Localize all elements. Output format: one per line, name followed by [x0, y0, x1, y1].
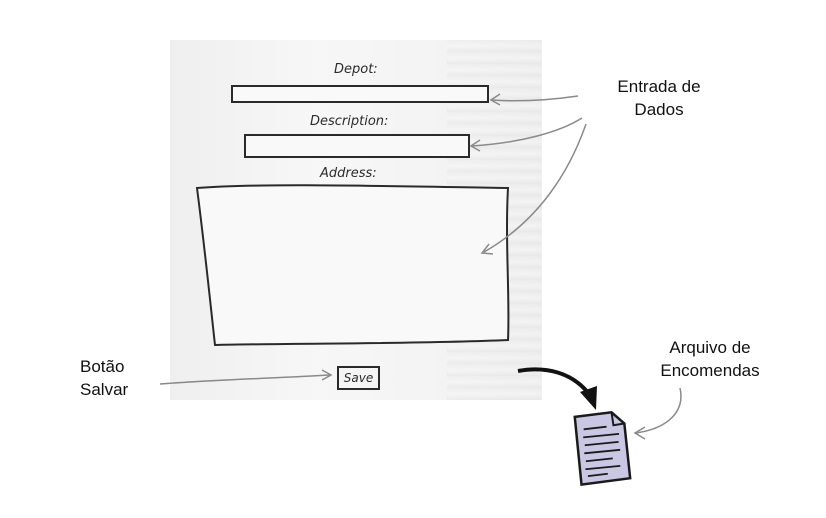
callout-save-button: Botão Salvar	[80, 355, 170, 401]
arrow-to-description-field	[471, 117, 583, 147]
callout-data-entry-line2: Dados	[634, 100, 684, 119]
description-label: Description:	[310, 114, 389, 129]
arrow-to-depot-field	[491, 95, 579, 102]
callout-orders-file: Arquivo de Encomendas	[641, 336, 779, 382]
callout-orders-file-line1: Arquivo de	[669, 338, 751, 357]
description-field[interactable]	[244, 134, 470, 158]
depot-label: Depot:	[334, 62, 378, 77]
depot-field[interactable]	[231, 85, 489, 103]
arrow-to-address-field	[483, 123, 587, 253]
address-label: Address:	[320, 166, 377, 181]
callout-data-entry-line1: Entrada de	[617, 77, 701, 96]
callout-save-button-line1: Botão	[80, 357, 125, 376]
callout-orders-file-line2: Encomendas	[660, 361, 760, 380]
save-button[interactable]: Save	[337, 366, 380, 390]
arrow-to-orders-file	[635, 387, 682, 434]
callout-data-entry: Entrada de Dados	[600, 75, 718, 121]
callout-save-button-line2: Salvar	[80, 380, 129, 399]
arrow-to-save-button	[159, 374, 331, 385]
